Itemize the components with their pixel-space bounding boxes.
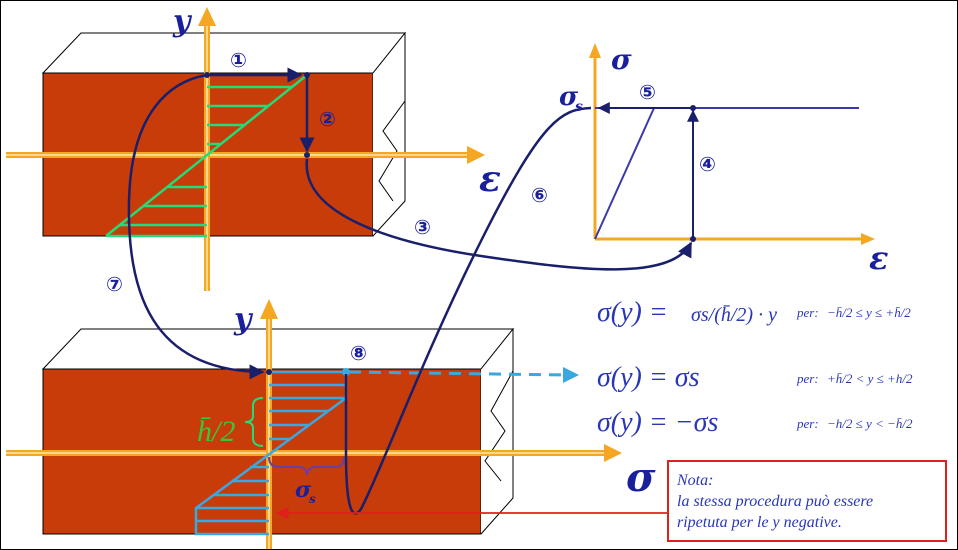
bottom-beam [41, 327, 515, 535]
eq3-cond: −h/2 ≤ y < −h̄/2 [827, 416, 913, 431]
step-1-label: ① [230, 48, 247, 72]
step-4-label: ④ [699, 152, 716, 176]
sigma-s-bottom-subscript: s [309, 492, 316, 506]
bottom-beam-top-face [41, 328, 515, 370]
eq3-cond-prefix: per: [796, 416, 819, 431]
bottom-beam-side-face [480, 327, 514, 535]
hbar-half-label: h̄/2 [197, 415, 235, 448]
eps-axis-arrowhead [861, 233, 875, 245]
sigma-s-label: σ [559, 82, 579, 112]
stress-diagram [194, 370, 348, 536]
step-7-label: ⑦ [106, 272, 123, 296]
step-5-label: ⑤ [639, 80, 656, 104]
epsilon-label-right: ε [869, 239, 888, 277]
projection-arrowhead [563, 367, 579, 383]
note-line-1: la stessa procedura può essere [677, 493, 874, 510]
note-line-2: ripetuta per le y negative. [677, 514, 842, 531]
equations: σ(y) = σs/(h̄/2) · y per: −h̄/2 ≤ y ≤ +h… [597, 297, 913, 438]
y-label-top: y [172, 4, 193, 39]
eq1-lhs: σ(y) = [597, 297, 668, 328]
sigma-big-label: σ [626, 454, 656, 501]
y-label-bottom: y [233, 302, 254, 337]
eq3-lhs: σ(y) = −σs [597, 407, 718, 438]
top-beam-break-line [378, 100, 406, 202]
note-box: Nota: la stessa procedura può essere rip… [667, 460, 947, 542]
step-3-curve [305, 158, 693, 271]
step-7-curve [127, 73, 265, 380]
eq2-cond-prefix: per: [796, 371, 819, 386]
bottom-vertical-axis [260, 299, 278, 549]
eq1-cond-prefix: per: [796, 305, 819, 320]
eq2-cond: +h̄/2 < y ≤ +h/2 [827, 371, 913, 386]
step-2-label: ② [319, 107, 336, 131]
sigma-s-bottom-label: σ [295, 477, 312, 503]
bottom-horizontal-axis [6, 444, 622, 462]
eq2-lhs: σ(y) = σs [597, 362, 700, 393]
eq1-rhs: σs/(h̄/2) · y [691, 304, 777, 326]
sigma-s-brace [268, 456, 345, 476]
step-6-label: ⑥ [531, 183, 548, 207]
step-3-label: ③ [414, 215, 431, 239]
stress-strain-graph [589, 43, 875, 245]
top-horizontal-axis [6, 146, 485, 164]
eq1-cond: −h̄/2 ≤ y ≤ +h̄/2 [827, 305, 911, 320]
top-beam-side-face [372, 31, 406, 237]
elastic-branch [594, 107, 655, 240]
bottom-beam-break-line [484, 370, 514, 482]
note-title: Nota: [677, 472, 714, 489]
sigma-axis-arrowhead [589, 43, 601, 58]
step-numbers: ① ② ③ ④ ⑤ ⑥ ⑦ ⑧ [106, 48, 716, 365]
top-vertical-axis [198, 7, 216, 291]
hbar-brace [244, 397, 264, 447]
top-beam [41, 31, 407, 237]
point-8-marker [342, 368, 350, 376]
sigma-s-subscript: s [575, 99, 583, 115]
projection-dashed-line [348, 370, 567, 377]
epsilon-label-top: ε [479, 158, 501, 200]
top-beam-top-face [41, 32, 407, 74]
strain-diagram [105, 74, 308, 238]
sigma-axis-label: σ [611, 43, 632, 76]
step-8-label: ⑧ [350, 341, 367, 365]
